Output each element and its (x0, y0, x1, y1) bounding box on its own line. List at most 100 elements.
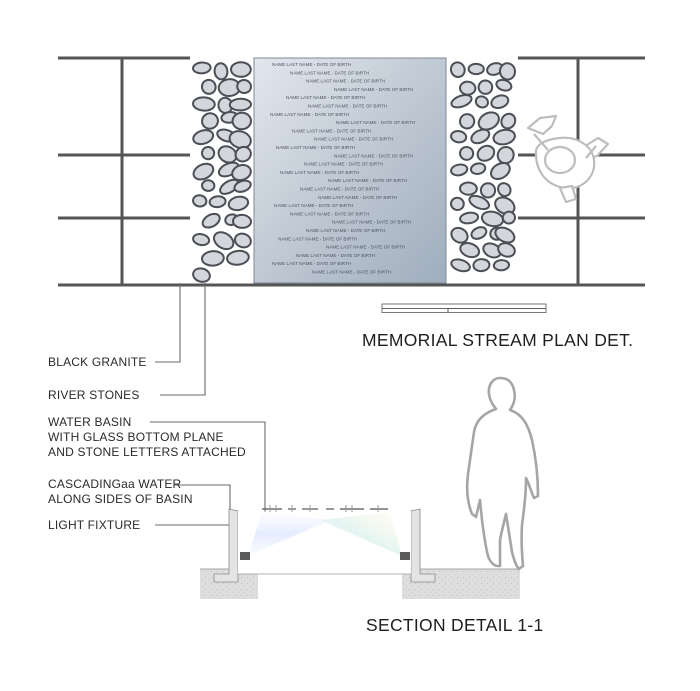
river-stone (501, 210, 516, 225)
river-stone (201, 212, 221, 229)
river-stone (236, 78, 252, 95)
section-person-figure (465, 376, 540, 571)
river-stone (470, 128, 491, 145)
cascading-water-line-2: ALONG SIDES OF BASIN (48, 492, 193, 506)
plan-step-strip (381, 303, 547, 313)
river-stone (479, 182, 497, 199)
river-stone (228, 97, 252, 112)
river-stone (494, 196, 516, 215)
river-stone (459, 242, 481, 259)
name-entry: NAME LAST NAME - DATE OF BIRTH (306, 79, 385, 84)
section-view (200, 376, 540, 599)
name-entry: NAME LAST NAME - DATE OF BIRTH (306, 228, 385, 233)
river-stone (450, 196, 465, 212)
river-stone (490, 94, 510, 110)
light-fixture-left (240, 552, 250, 560)
river-stones-label: RIVER STONES (48, 388, 140, 402)
plan-view: NAME LAST NAME - DATE OF BIRTH NAME LAST … (58, 56, 645, 313)
light-beam-left (248, 512, 330, 556)
river-stone (494, 226, 516, 244)
river-stone (497, 242, 516, 258)
river-stone (468, 194, 490, 211)
water-basin-line-2: WITH GLASS BOTTOM PLANE (48, 430, 224, 444)
stone-letter-ticks (269, 505, 379, 512)
river-stone (495, 78, 513, 92)
name-entry: NAME LAST NAME - DATE OF BIRTH (326, 245, 405, 250)
river-stone (192, 194, 208, 208)
river-stone (476, 144, 496, 162)
river-stone (192, 61, 212, 75)
name-entry: NAME LAST NAME - DATE OF BIRTH (290, 70, 369, 75)
river-stone (492, 259, 510, 272)
river-stone (192, 129, 215, 146)
river-stone (234, 145, 252, 163)
black-granite-label: BLACK GRANITE (48, 355, 147, 369)
river-stones-right (448, 58, 517, 283)
light-beam-right (320, 512, 402, 556)
name-entry: NAME LAST NAME - DATE OF BIRTH (334, 153, 413, 158)
water-basin-plate (253, 57, 447, 284)
river-stone (200, 146, 216, 161)
paving-grid-left (58, 56, 190, 285)
name-entry: NAME LAST NAME - DATE OF BIRTH (276, 145, 355, 150)
name-entry: NAME LAST NAME - DATE OF BIRTH (272, 62, 351, 67)
cascading-water-line-1: CASCADINGaa WATER (48, 477, 182, 491)
river-stone (477, 111, 500, 131)
river-stone (449, 61, 466, 79)
name-entry: NAME LAST NAME - DATE OF BIRTH (314, 137, 393, 142)
river-stone (231, 111, 252, 131)
river-stone (450, 163, 469, 177)
river-stone (459, 145, 475, 161)
name-entry: NAME LAST NAME - DATE OF BIRTH (328, 178, 407, 183)
river-stone (450, 130, 468, 144)
plan-title: MEMORIAL STREAM PLAN DET. (362, 330, 634, 350)
name-entry: NAME LAST NAME - DATE OF BIRTH (292, 128, 371, 133)
name-entry: NAME LAST NAME - DATE OF BIRTH (334, 87, 413, 92)
river-stone (192, 233, 211, 247)
river-stone (192, 96, 216, 112)
river-stone (458, 113, 476, 130)
water-basin-line-1: WATER BASIN (48, 415, 132, 429)
water-basin-label: WATER BASIN WITH GLASS BOTTOM PLANE AND … (48, 415, 246, 460)
river-stone (498, 62, 517, 81)
river-stone (219, 178, 240, 195)
name-entry: NAME LAST NAME - DATE OF BIRTH (286, 95, 365, 100)
name-entry: NAME LAST NAME - DATE OF BIRTH (318, 195, 397, 200)
light-fixture-label: LIGHT FIXTURE (48, 518, 141, 532)
river-stone (450, 226, 469, 244)
name-entry: NAME LAST NAME - DATE OF BIRTH (274, 203, 353, 208)
river-stones-left (190, 58, 252, 283)
name-entry: NAME LAST NAME - DATE OF BIRTH (270, 112, 349, 117)
river-stone (232, 213, 252, 229)
river-stone (201, 250, 225, 267)
name-entry: NAME LAST NAME - DATE OF BIRTH (336, 120, 415, 125)
river-stone (201, 112, 219, 130)
cascading-water-label: CASCADINGaa WATER ALONG SIDES OF BASIN (48, 477, 193, 507)
name-entry: NAME LAST NAME - DATE OF BIRTH (278, 236, 357, 241)
name-entry: NAME LAST NAME - DATE OF BIRTH (272, 261, 351, 266)
river-stone (470, 226, 488, 240)
river-stone (490, 161, 511, 181)
river-stone (200, 78, 217, 95)
name-entry: NAME LAST NAME - DATE OF BIRTH (308, 104, 387, 109)
river-stone (500, 112, 517, 130)
river-stone (233, 232, 252, 249)
river-stone (459, 181, 478, 196)
river-stone (226, 249, 250, 266)
plan-person-figure (526, 114, 610, 204)
river-stone (450, 258, 471, 273)
river-stone (459, 80, 477, 96)
section-title: SECTION DETAIL 1-1 (366, 615, 544, 635)
river-stone (459, 211, 480, 225)
name-entry: NAME LAST NAME - DATE OF BIRTH (312, 270, 391, 275)
name-entry: NAME LAST NAME - DATE OF BIRTH (280, 170, 359, 175)
river-stone (227, 195, 250, 212)
river-stone (231, 164, 252, 182)
river-stone (213, 231, 235, 251)
name-list: NAME LAST NAME - DATE OF BIRTH NAME LAST … (270, 62, 415, 275)
river-stone (213, 62, 229, 81)
river-stone (497, 182, 512, 198)
river-stone (208, 195, 227, 209)
